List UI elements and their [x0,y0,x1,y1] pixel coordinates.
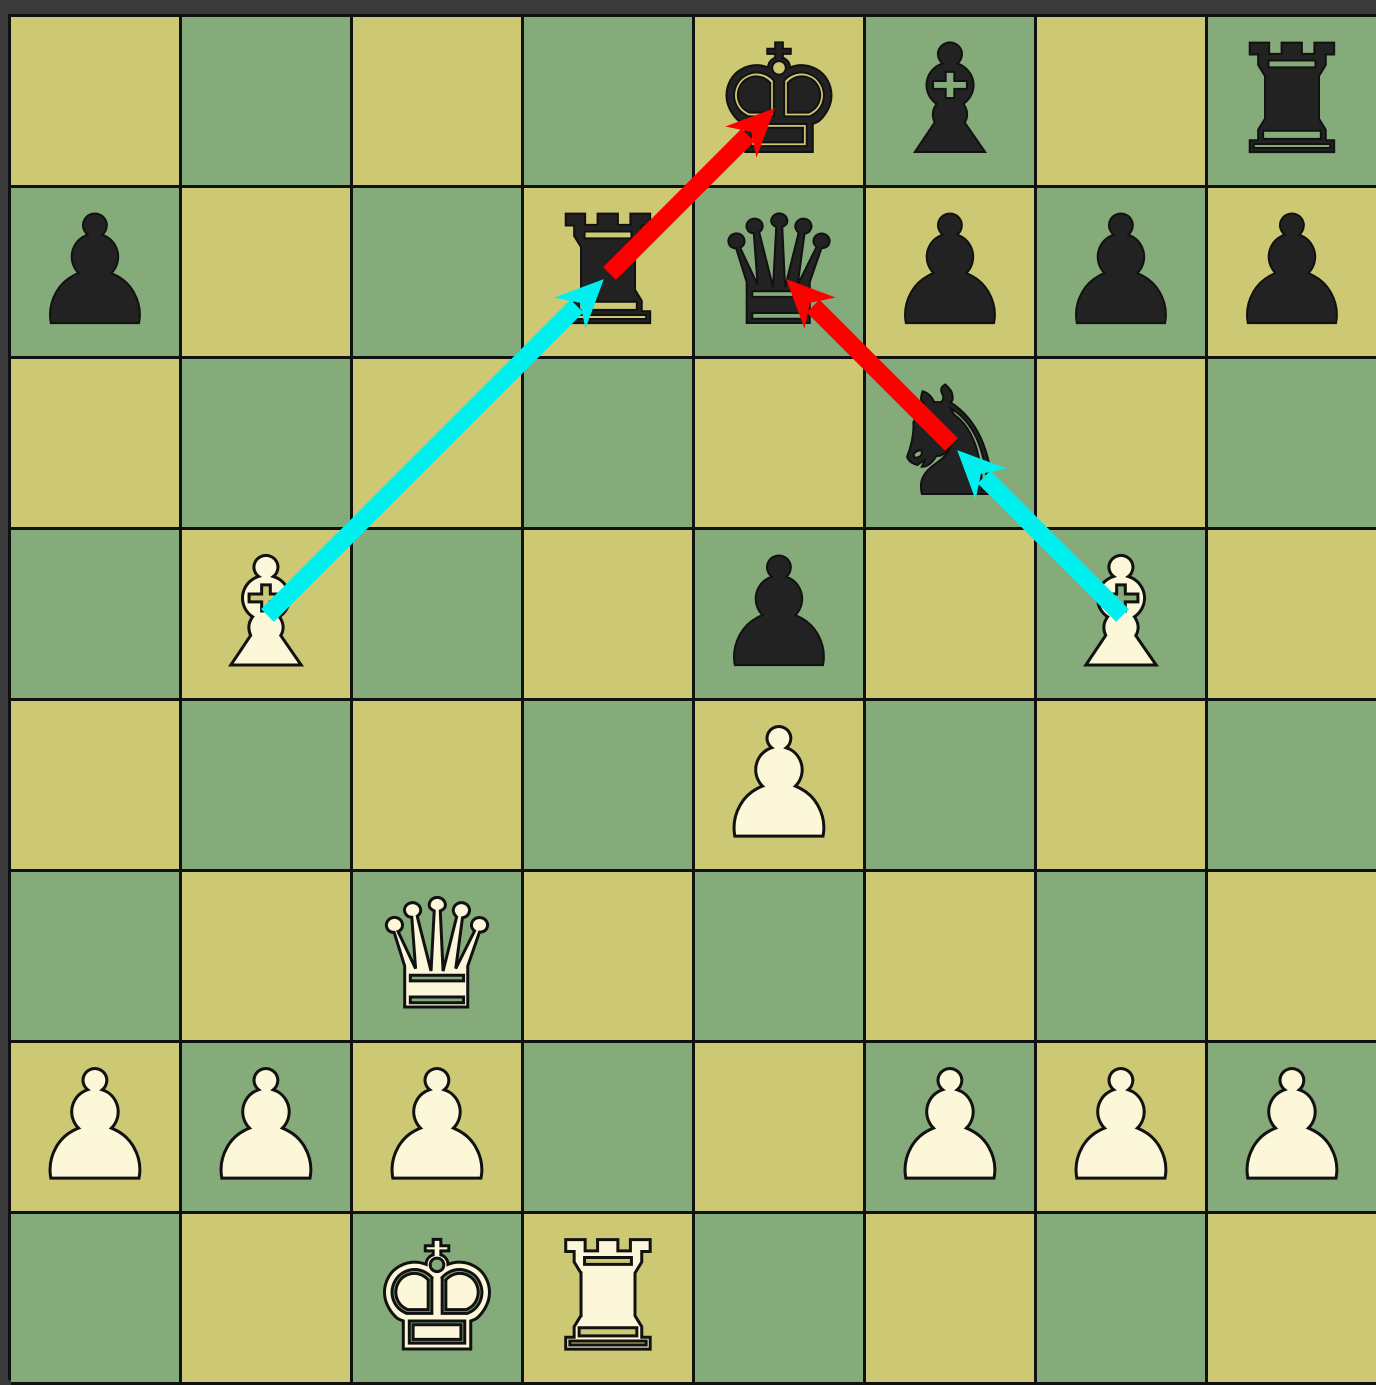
square-c1[interactable]: ♚ [353,1214,524,1385]
square-b5[interactable]: ♝ [182,530,353,701]
square-b1[interactable] [182,1214,353,1385]
square-a7[interactable]: ♟ [11,188,182,359]
square-a1[interactable] [11,1214,182,1385]
square-f3[interactable] [866,872,1037,1043]
black-knight[interactable]: ♞ [883,368,1017,518]
square-b2[interactable]: ♟ [182,1043,353,1214]
square-b6[interactable] [182,359,353,530]
square-d7[interactable]: ♜ [524,188,695,359]
square-g4[interactable] [1037,701,1208,872]
square-g6[interactable] [1037,359,1208,530]
square-e6[interactable] [695,359,866,530]
square-g1[interactable] [1037,1214,1208,1385]
square-e2[interactable] [695,1043,866,1214]
square-b3[interactable] [182,872,353,1043]
black-rook[interactable]: ♜ [1225,26,1359,176]
square-e8[interactable]: ♚ [695,17,866,188]
white-bishop[interactable]: ♝ [199,539,333,689]
square-e4[interactable]: ♟ [695,701,866,872]
square-f2[interactable]: ♟ [866,1043,1037,1214]
square-c6[interactable] [353,359,524,530]
white-pawn[interactable]: ♟ [28,1052,162,1202]
square-d6[interactable] [524,359,695,530]
square-e7[interactable]: ♛ [695,188,866,359]
black-bishop[interactable]: ♝ [883,26,1017,176]
square-b4[interactable] [182,701,353,872]
square-d4[interactable] [524,701,695,872]
square-b8[interactable] [182,17,353,188]
square-b7[interactable] [182,188,353,359]
square-a4[interactable] [11,701,182,872]
square-g2[interactable]: ♟ [1037,1043,1208,1214]
square-a3[interactable] [11,872,182,1043]
square-g3[interactable] [1037,872,1208,1043]
square-a6[interactable] [11,359,182,530]
square-g7[interactable]: ♟ [1037,188,1208,359]
black-pawn[interactable]: ♟ [28,197,162,347]
square-e5[interactable]: ♟ [695,530,866,701]
square-g5[interactable]: ♝ [1037,530,1208,701]
square-f6[interactable]: ♞ [866,359,1037,530]
white-king[interactable]: ♚ [370,1223,504,1373]
square-d2[interactable] [524,1043,695,1214]
chess-board: ♚♝♜♟♜♛♟♟♟♞♝♟♝♟♛♟♟♟♟♟♟♚♜ [8,14,1376,1380]
square-d5[interactable] [524,530,695,701]
white-pawn[interactable]: ♟ [712,710,846,860]
black-rook[interactable]: ♜ [541,197,675,347]
black-pawn[interactable]: ♟ [1054,197,1188,347]
square-c5[interactable] [353,530,524,701]
square-d1[interactable]: ♜ [524,1214,695,1385]
square-a8[interactable] [11,17,182,188]
square-e1[interactable] [695,1214,866,1385]
white-pawn[interactable]: ♟ [883,1052,1017,1202]
square-g8[interactable] [1037,17,1208,188]
square-a5[interactable] [11,530,182,701]
square-h2[interactable]: ♟ [1208,1043,1376,1214]
square-c2[interactable]: ♟ [353,1043,524,1214]
white-rook[interactable]: ♜ [541,1223,675,1373]
square-h4[interactable] [1208,701,1376,872]
white-pawn[interactable]: ♟ [370,1052,504,1202]
square-f4[interactable] [866,701,1037,872]
square-h3[interactable] [1208,872,1376,1043]
white-pawn[interactable]: ♟ [1054,1052,1188,1202]
black-queen[interactable]: ♛ [712,197,846,347]
square-e3[interactable] [695,872,866,1043]
square-h7[interactable]: ♟ [1208,188,1376,359]
square-h8[interactable]: ♜ [1208,17,1376,188]
square-c3[interactable]: ♛ [353,872,524,1043]
black-king[interactable]: ♚ [712,26,846,176]
square-h6[interactable] [1208,359,1376,530]
black-pawn[interactable]: ♟ [1225,197,1359,347]
square-f5[interactable] [866,530,1037,701]
black-pawn[interactable]: ♟ [883,197,1017,347]
square-f8[interactable]: ♝ [866,17,1037,188]
square-f1[interactable] [866,1214,1037,1385]
square-d8[interactable] [524,17,695,188]
white-pawn[interactable]: ♟ [1225,1052,1359,1202]
square-c4[interactable] [353,701,524,872]
square-f7[interactable]: ♟ [866,188,1037,359]
square-h5[interactable] [1208,530,1376,701]
square-d3[interactable] [524,872,695,1043]
square-c7[interactable] [353,188,524,359]
white-queen[interactable]: ♛ [370,881,504,1031]
white-pawn[interactable]: ♟ [199,1052,333,1202]
square-a2[interactable]: ♟ [11,1043,182,1214]
black-pawn[interactable]: ♟ [712,539,846,689]
square-c8[interactable] [353,17,524,188]
square-h1[interactable] [1208,1214,1376,1385]
white-bishop[interactable]: ♝ [1054,539,1188,689]
